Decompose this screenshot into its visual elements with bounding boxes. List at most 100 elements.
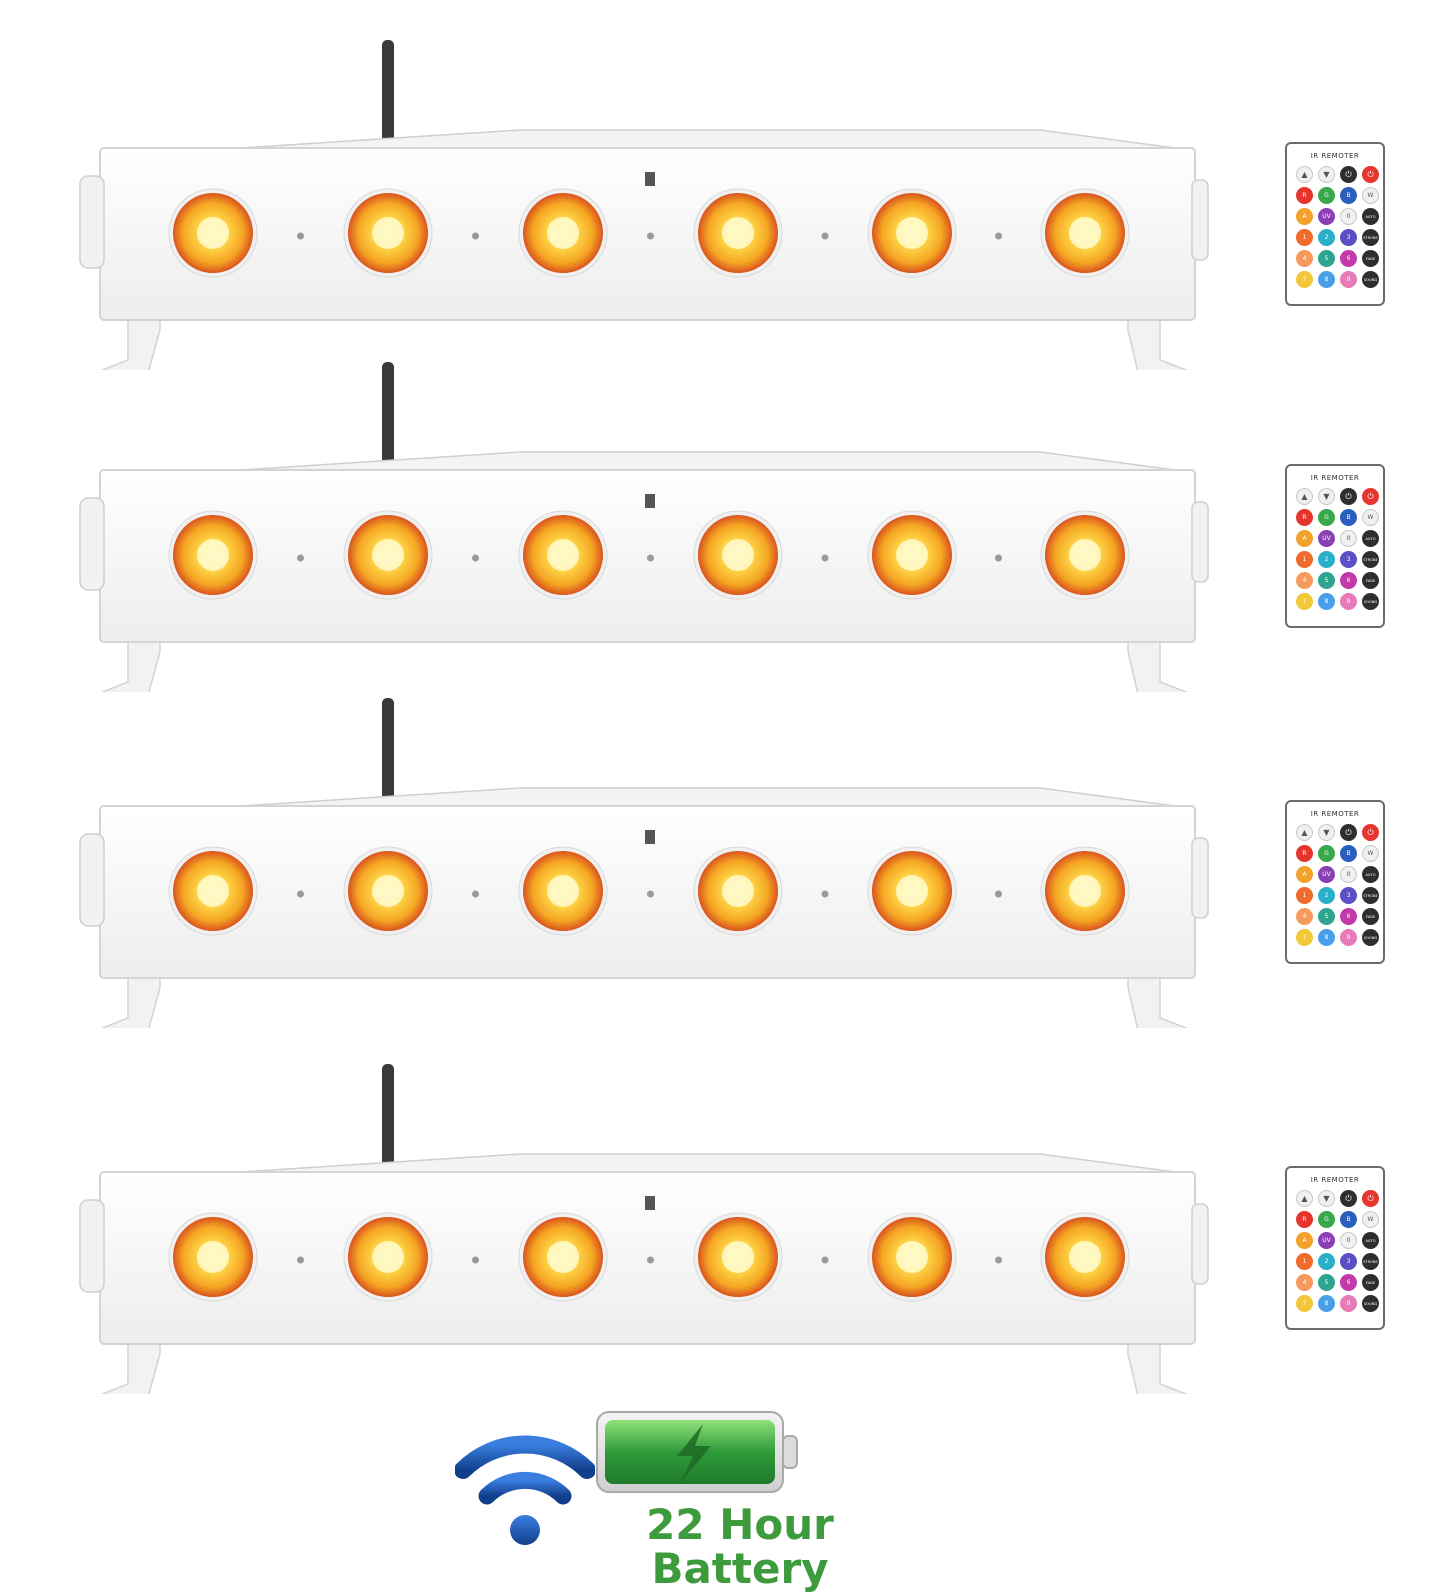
remote-key: 6 bbox=[1340, 572, 1357, 589]
down-arrow-icon: ▼ bbox=[1318, 166, 1335, 183]
led-core bbox=[197, 875, 229, 907]
screw bbox=[821, 232, 829, 240]
remote-key: UV bbox=[1318, 1232, 1335, 1249]
power-icon: ⏻ bbox=[1362, 1190, 1379, 1207]
led-core bbox=[1069, 875, 1101, 907]
remote-key: 7 bbox=[1296, 1295, 1313, 1312]
remote-title: IR REMOTER bbox=[1310, 474, 1360, 482]
screw bbox=[647, 554, 654, 562]
screw bbox=[297, 554, 304, 562]
remote-key: R bbox=[1296, 1211, 1313, 1228]
light-bar-image bbox=[79, 1064, 1209, 1394]
top-rail bbox=[239, 451, 1176, 471]
remote-key: 1 bbox=[1296, 887, 1313, 904]
remote-key: B bbox=[1340, 845, 1357, 862]
led-core bbox=[547, 217, 579, 249]
screw bbox=[647, 232, 654, 240]
light-bar-image bbox=[79, 40, 1209, 370]
led-core bbox=[547, 875, 579, 907]
remote-key: 6 bbox=[1340, 250, 1357, 267]
remote-key: UV bbox=[1318, 866, 1335, 883]
remote-key: 8 bbox=[1318, 929, 1335, 946]
screw bbox=[995, 232, 1002, 240]
left-foot bbox=[100, 971, 161, 1028]
remote-key: 1 bbox=[1296, 551, 1313, 568]
side-knob bbox=[79, 175, 105, 269]
remote-title: IR REMOTER bbox=[1310, 810, 1360, 818]
power-icon: ⏻ bbox=[1340, 824, 1357, 841]
remote-key: 7 bbox=[1296, 929, 1313, 946]
remote-title: IR REMOTER bbox=[1310, 1176, 1360, 1184]
antenna bbox=[382, 1064, 394, 1176]
battery-caption-line2: Battery bbox=[651, 1544, 829, 1593]
remote-key: 0 bbox=[1340, 208, 1357, 225]
screw bbox=[995, 1256, 1002, 1264]
power-icon: ⏻ bbox=[1362, 488, 1379, 505]
battery-wireless-badge: 22 Hour Battery bbox=[455, 1410, 855, 1592]
remote-key: A bbox=[1296, 208, 1313, 225]
ir-sensor bbox=[645, 494, 655, 508]
led-core bbox=[547, 1241, 579, 1273]
up-arrow-icon: ▲ bbox=[1296, 166, 1313, 183]
screw bbox=[472, 890, 479, 898]
remote-key: R bbox=[1296, 509, 1313, 526]
screw bbox=[821, 890, 829, 898]
remote-key: 5 bbox=[1318, 572, 1335, 589]
remote-key: 1 bbox=[1296, 1253, 1313, 1270]
light-bar-image bbox=[79, 362, 1209, 692]
remote-key: A bbox=[1296, 866, 1313, 883]
power-icon: ⏻ bbox=[1340, 166, 1357, 183]
antenna bbox=[382, 698, 394, 810]
right-foot bbox=[1127, 1337, 1189, 1394]
remote-key: FADE bbox=[1362, 250, 1379, 267]
remote-key: A bbox=[1296, 1232, 1313, 1249]
ir-sensor bbox=[645, 172, 655, 186]
remote-key: A bbox=[1296, 530, 1313, 547]
remote-key: 0 bbox=[1340, 530, 1357, 547]
remote-key: 5 bbox=[1318, 250, 1335, 267]
battery-caption-line1: 22 Hour bbox=[646, 1500, 834, 1549]
remote-key: 0 bbox=[1340, 866, 1357, 883]
remote-key: 4 bbox=[1296, 250, 1313, 267]
remote-key: 9 bbox=[1340, 271, 1357, 288]
remote-key: 3 bbox=[1340, 1253, 1357, 1270]
led-core bbox=[722, 875, 754, 907]
right-foot bbox=[1127, 635, 1189, 692]
remote-key: 7 bbox=[1296, 271, 1313, 288]
led-core bbox=[547, 539, 579, 571]
remote-key: 4 bbox=[1296, 908, 1313, 925]
remote-title: IR REMOTER bbox=[1310, 152, 1360, 160]
remote-key: FADE bbox=[1362, 1274, 1379, 1291]
remote-key: AUTO bbox=[1362, 530, 1379, 547]
remote-key: G bbox=[1318, 509, 1335, 526]
antenna bbox=[382, 40, 394, 152]
remote-key: STROBE bbox=[1362, 229, 1379, 246]
led-core bbox=[896, 217, 928, 249]
remote-key: 2 bbox=[1318, 887, 1335, 904]
remote-key: FADE bbox=[1362, 572, 1379, 589]
screw bbox=[995, 554, 1002, 562]
remote-key: W bbox=[1362, 1211, 1379, 1228]
remote-key: 2 bbox=[1318, 1253, 1335, 1270]
battery-charging-icon bbox=[596, 1411, 798, 1493]
remote-key: STROBE bbox=[1362, 1253, 1379, 1270]
side-knob bbox=[79, 833, 105, 927]
remote-key: W bbox=[1362, 845, 1379, 862]
wifi-icon bbox=[455, 1435, 595, 1545]
side-knob bbox=[79, 497, 105, 591]
remote-key: 2 bbox=[1318, 229, 1335, 246]
down-arrow-icon: ▼ bbox=[1318, 1190, 1335, 1207]
remote-key: R bbox=[1296, 187, 1313, 204]
up-arrow-icon: ▲ bbox=[1296, 488, 1313, 505]
screw bbox=[472, 232, 479, 240]
remote-key: 8 bbox=[1318, 1295, 1335, 1312]
left-foot bbox=[100, 1337, 161, 1394]
